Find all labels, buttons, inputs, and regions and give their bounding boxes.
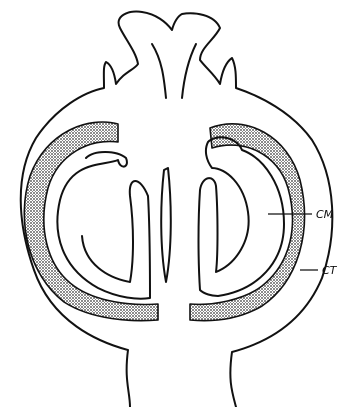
cm-label: CM — [316, 208, 334, 221]
upper-cleft-outline — [152, 44, 196, 98]
outer-wall-outline — [21, 12, 333, 407]
midline-septum-outline — [161, 168, 171, 282]
ct-label: CT — [322, 264, 338, 277]
left-inner-cavity — [57, 152, 150, 299]
